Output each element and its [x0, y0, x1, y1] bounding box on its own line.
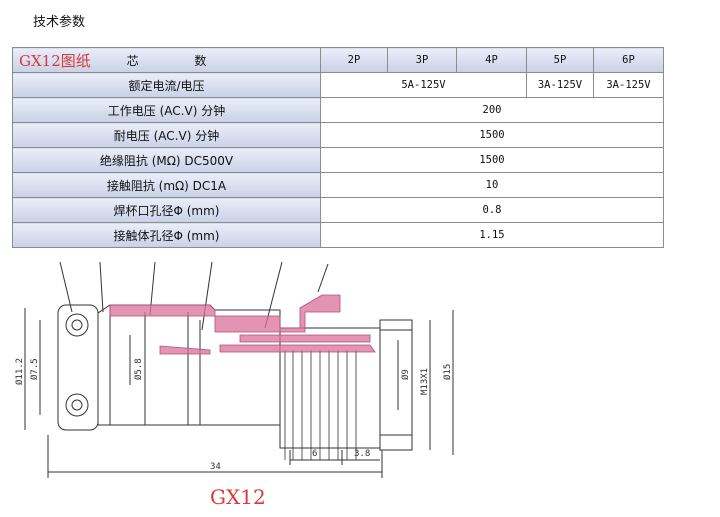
row-label: 接触阻抗 (mΩ) DC1A	[12, 172, 321, 198]
dim-text: Ø11.2	[14, 358, 25, 385]
connector-drawing: Ø11.2 Ø7.5 Ø5.8 Ø9 M13X1 Ø15 34 6 3.8	[14, 261, 454, 478]
leader-line	[201, 261, 213, 331]
core-count-label: 芯 数	[126, 53, 233, 68]
pin-3p: 3P	[387, 47, 457, 73]
table-row: 额定电流/电压 5A-125V 3A-125V 3A-125V	[12, 72, 664, 98]
table-row: 绝缘阻抗 (MΩ) DC500V 1500	[12, 147, 664, 173]
dim-text: M13X1	[420, 368, 430, 395]
table-row: 接触阻抗 (mΩ) DC1A 10	[12, 172, 664, 198]
row-value: 200	[320, 97, 664, 123]
pin-5p: 5P	[526, 47, 594, 73]
row-label: 绝缘阻抗 (MΩ) DC500V	[12, 147, 321, 173]
dim-text: 3.8	[354, 449, 370, 459]
leader-line	[59, 261, 73, 313]
dim-text: 34	[210, 462, 221, 472]
insulator-body	[214, 294, 341, 333]
contact-upper	[239, 334, 371, 343]
pin-inner	[71, 399, 83, 411]
contact-lower	[219, 344, 376, 353]
row-label: 接触体孔径Φ (mm)	[12, 222, 321, 248]
row-value: 5A-125V	[320, 72, 527, 98]
row-value: 10	[320, 172, 664, 198]
spec-table: GX12图纸 芯 数 2P 3P 4P 5P 6P 额定电流/电压 5A-125…	[12, 47, 664, 248]
table-header-row: GX12图纸 芯 数 2P 3P 4P 5P 6P	[12, 47, 664, 73]
leader-line	[317, 263, 329, 293]
row-value: 3A-125V	[526, 72, 594, 98]
pin-6p: 6P	[593, 47, 664, 73]
dim-text: Ø15	[442, 364, 453, 380]
pin-inner	[71, 319, 83, 331]
dim-text: Ø5.8	[133, 358, 144, 380]
knurling	[284, 350, 357, 460]
row-value: 3A-125V	[593, 72, 664, 98]
drawing-caption: GX12	[210, 485, 266, 509]
thread-section	[379, 319, 413, 451]
row-value: 1.15	[320, 222, 664, 248]
table-row: 工作电压 (AC.V) 分钟 200	[12, 97, 664, 123]
leader-line	[99, 261, 104, 313]
table-row: 耐电压 (AC.V) 分钟 1500	[12, 122, 664, 148]
row-label: 耐电压 (AC.V) 分钟	[12, 122, 321, 148]
page-heading: 技术参数	[33, 15, 86, 30]
row-value: 1500	[320, 122, 664, 148]
pin-circle	[65, 313, 89, 337]
dim-text: 6	[312, 449, 317, 459]
dim-text: Ø7.5	[29, 358, 40, 380]
pin-4p: 4P	[456, 47, 527, 73]
pin-2p: 2P	[320, 47, 388, 73]
header-cell: GX12图纸 芯 数	[12, 47, 321, 73]
row-label: 额定电流/电压	[12, 72, 321, 98]
model-label: GX12图纸	[19, 52, 91, 70]
table-row: 焊杯口孔径Φ (mm) 0.8	[12, 197, 664, 223]
socket-body	[57, 304, 99, 431]
contact-tip	[159, 345, 211, 355]
table-row: 接触体孔径Φ (mm) 1.15	[12, 222, 664, 248]
row-value: 0.8	[320, 197, 664, 223]
insulator-top	[109, 304, 216, 317]
dim-text: Ø9	[400, 369, 411, 380]
row-label: 工作电压 (AC.V) 分钟	[12, 97, 321, 123]
row-label: 焊杯口孔径Φ (mm)	[12, 197, 321, 223]
pin-circle	[65, 393, 89, 417]
row-value: 1500	[320, 147, 664, 173]
